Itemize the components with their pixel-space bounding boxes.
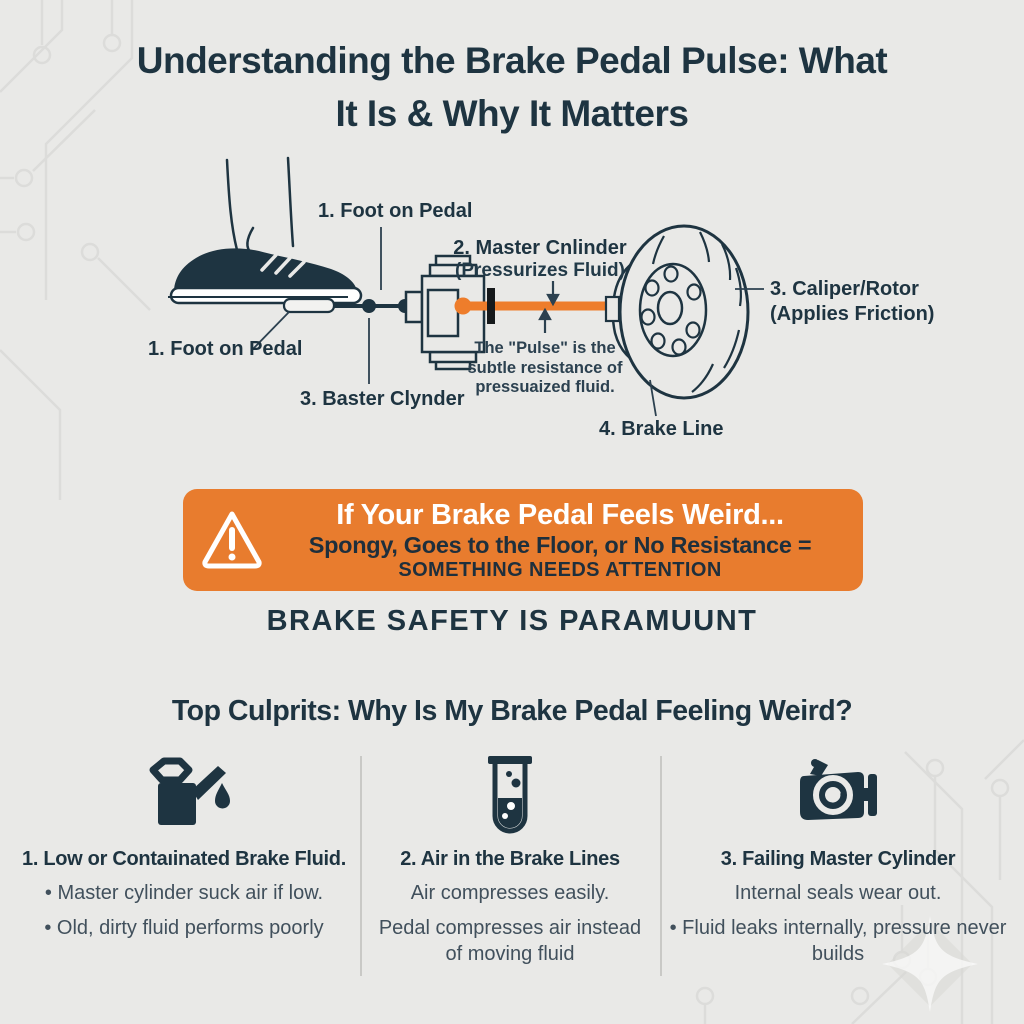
rotor-slots — [651, 231, 742, 393]
label-foot-on-pedal-top: 1. Foot on Pedal — [318, 200, 473, 222]
safety-heading: BRAKE SAFETY IS PARAMUUNT — [266, 605, 758, 637]
page-title-line1: Understanding the Brake Pedal Pulse: Wha… — [136, 40, 888, 81]
label-brake-line: 4. Brake Line — [599, 418, 724, 440]
label-caliper-rotor-sub: (Applies Friction) — [770, 303, 935, 325]
warning-line1: If Your Brake Pedal Feels Weird... — [336, 498, 784, 531]
culprit1-line2: • Old, dirty fluid performs poorly — [44, 917, 324, 939]
label-master-cylinder: 2. Master Cnlinder — [453, 237, 627, 259]
column-divider-1 — [360, 756, 362, 976]
culprit1-line1: • Master cylinder suck air if low. — [44, 882, 324, 904]
label-baster-clynder: 3. Baster Clynder — [300, 388, 465, 410]
pulse-arrows — [538, 281, 560, 333]
pulse-note-line1: The "Pulse" is the — [474, 339, 616, 357]
brake-system-diagram — [168, 156, 764, 417]
brake-line-fitting — [487, 288, 495, 324]
culprit2-line2: Pedal compresses air instead of moving f… — [378, 917, 642, 965]
warning-text: If Your Brake Pedal Feels Weird... Spong… — [275, 499, 845, 582]
culprit3-line2: • Fluid leaks internally, pressure never… — [669, 917, 1007, 965]
pulse-note: The "Pulse" is the subtle resistance of … — [455, 339, 635, 398]
label-connectors — [252, 227, 764, 417]
culprit-column-1: 1. Low or Contaıinated Brake Fluid. • Ma… — [16, 756, 352, 941]
warning-line3: SOMETHING NEEDS ATTENTION — [398, 558, 722, 581]
pulse-note-line2: subtle resistance of — [467, 358, 623, 377]
leg-outline — [225, 156, 295, 255]
warning-line2: Spongy, Goes to the Floor, or No Resista… — [308, 531, 812, 558]
culprit3-title: 3. Failing Master Cylinder — [720, 848, 956, 870]
rotor-drawing — [618, 224, 750, 400]
test-tube-icon — [488, 756, 532, 834]
shoe-icon — [169, 248, 363, 305]
culprits-heading: Top Culprits: Why Is My Brake Pedal Feel… — [171, 695, 853, 727]
culprit3-line1: Internal seals wear out. — [734, 882, 942, 904]
warning-banner: If Your Brake Pedal Feels Weird... Spong… — [183, 489, 863, 591]
culprit-column-3: 3. Failing Master Cylinder Internal seal… — [668, 756, 1008, 967]
engine-icon — [800, 759, 877, 820]
pedal-linkage — [168, 296, 422, 314]
label-caliper-rotor: 3. Caliper/Rotor — [770, 278, 919, 300]
culprit1-title: 1. Low or Contaıinated Brake Fluid. — [22, 848, 346, 870]
caliper-pad — [604, 295, 621, 323]
culprit2-title: 2. Air in the Brake Lines — [400, 848, 620, 870]
master-cylinder-drawing — [404, 254, 486, 371]
label-master-cylinder-sub: (Pressurizes Fluid) — [455, 260, 625, 281]
culprit-column-2: 2. Air in the Brake Lines Air compresses… — [372, 756, 648, 967]
oil-can-icon — [149, 757, 230, 825]
page-title: Understanding the Brake Pedal Pulse: Wha… — [0, 34, 1024, 140]
column-divider-2 — [660, 756, 662, 976]
page-title-line2: It Is & Why It Matters — [335, 93, 689, 134]
sparkle-watermark — [882, 916, 978, 1012]
culprit2-line1: Air compresses easily. — [410, 882, 610, 904]
pulse-note-line3: pressuaized fluid. — [475, 378, 615, 396]
warning-triangle-icon — [202, 511, 262, 569]
label-foot-on-pedal-left: 1. Foot on Pedal — [148, 338, 303, 360]
